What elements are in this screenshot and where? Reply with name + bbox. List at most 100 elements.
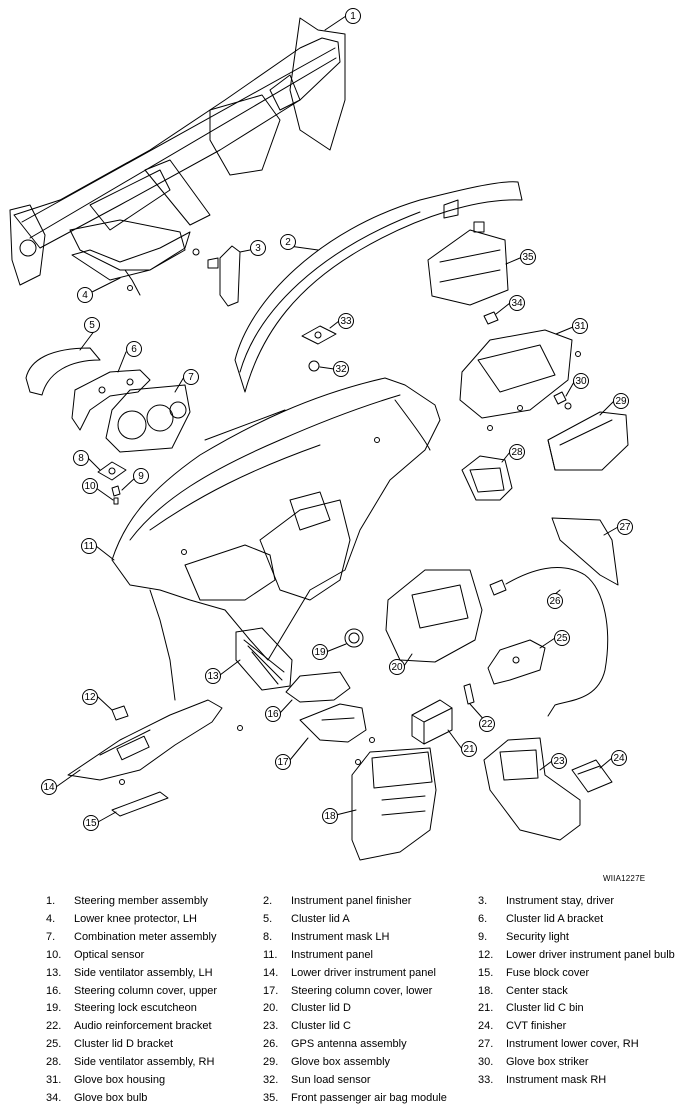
legend-number: 33. — [478, 1074, 494, 1086]
security-light-and-optical-sensor — [111, 485, 121, 505]
callout-circle — [389, 659, 405, 675]
legend-number: 29. — [263, 1056, 279, 1069]
callout-21: 21 — [461, 741, 477, 757]
legend-number: 4. — [46, 912, 56, 925]
legend-label: Sun load sensor — [291, 1074, 371, 1086]
legend-number: 11. — [263, 948, 278, 961]
callout-circle — [82, 689, 98, 705]
callout-circle — [479, 716, 495, 732]
callout-number: 13 — [207, 671, 219, 682]
instrument-panel-exploded-diagram: 1234567891011121314151617181920212223242… — [9, 8, 633, 861]
cluster-lid-d-bracket-part — [487, 639, 546, 685]
combination-meter-part — [105, 384, 191, 453]
callout-2: 2 — [280, 234, 296, 250]
callout-number: 1 — [350, 11, 356, 22]
callout-number: 32 — [335, 364, 347, 375]
callout-19: 19 — [312, 644, 328, 660]
callout-number: 29 — [615, 396, 627, 407]
callout-number: 24 — [613, 753, 625, 764]
legend-label: Instrument panel — [291, 948, 373, 961]
callout-13: 13 — [205, 668, 221, 684]
instrument-mask-lh-part — [97, 461, 127, 481]
callout-23: 23 — [551, 753, 567, 769]
legend-label: Center stack — [506, 984, 568, 997]
callout-15: 15 — [83, 815, 99, 831]
legend-label: Glove box striker — [506, 1056, 589, 1069]
callout-1: 1 — [345, 8, 361, 24]
legend-label: Cluster lid D bracket — [74, 1038, 174, 1051]
callout-5: 5 — [84, 317, 100, 333]
callout-number: 20 — [391, 662, 403, 673]
callout-number: 15 — [85, 818, 97, 829]
callout-25: 25 — [554, 630, 570, 646]
callout-number: 28 — [511, 447, 523, 458]
glove-box-striker-part — [553, 391, 572, 410]
callout-number: 27 — [619, 522, 631, 533]
callout-circle — [84, 317, 100, 333]
callout-12: 12 — [82, 689, 98, 705]
callout-circle — [345, 8, 361, 24]
callout-number: 7 — [188, 372, 194, 383]
callout-circle — [617, 519, 633, 535]
legend-label: Instrument panel finisher — [291, 895, 412, 907]
legend-number: 25. — [46, 1038, 62, 1051]
callout-circle — [461, 741, 477, 757]
callout-18: 18 — [322, 808, 338, 824]
legend-number: 15. — [478, 966, 494, 979]
callout-circle — [280, 234, 296, 250]
steering-lock-escutcheon-part — [344, 628, 364, 648]
callout-circle — [611, 750, 627, 766]
legend-label: Instrument mask LH — [291, 930, 390, 943]
legend-label: Audio reinforcement bracket — [74, 1020, 212, 1033]
callout-28: 28 — [509, 444, 525, 460]
callout-circle — [265, 706, 281, 722]
callout-circle — [554, 630, 570, 646]
callout-number: 4 — [82, 290, 88, 301]
callout-circle — [133, 468, 149, 484]
legend-label: Lower knee protector, LH — [74, 912, 197, 925]
legend-number: 5. — [263, 912, 273, 925]
passenger-air-bag-part — [427, 199, 509, 306]
callout-7: 7 — [183, 369, 199, 385]
legend-number: 34. — [46, 1091, 62, 1104]
legend-number: 22. — [46, 1020, 62, 1033]
steering-column-cover-lower-part — [299, 703, 367, 743]
callout-number: 9 — [138, 471, 144, 482]
legend-label: Security light — [506, 930, 569, 943]
callout-16: 16 — [265, 706, 281, 722]
lower-knee-protector-part — [71, 231, 200, 296]
legend-number: 10. — [46, 948, 62, 961]
legend-number: 13. — [46, 966, 62, 979]
callout-circle — [572, 318, 588, 334]
cluster-lid-a-bracket-part — [71, 369, 151, 431]
callout-circle — [573, 373, 589, 389]
legend-label: Cluster lid C bin — [506, 1002, 584, 1015]
legend-label: Steering column cover, lower — [291, 984, 433, 997]
legend-number: 6. — [478, 912, 488, 925]
cvt-finisher-part — [571, 759, 613, 793]
callout-circle — [41, 779, 57, 795]
legend-label: Lower driver instrument panel — [291, 966, 436, 979]
legend-number: 3. — [478, 895, 488, 907]
legend-number: 8. — [263, 930, 273, 943]
legend-label: Optical sensor — [74, 948, 145, 961]
callout-circle — [81, 538, 97, 554]
legend-number: 7. — [46, 930, 56, 943]
callout-31: 31 — [572, 318, 588, 334]
legend-label: Fuse block cover — [506, 966, 590, 979]
legend-number: 35. — [263, 1091, 279, 1104]
callout-circle — [82, 478, 98, 494]
callout-22: 22 — [479, 716, 495, 732]
callout-35: 35 — [520, 249, 536, 265]
glove-box-housing-part — [459, 329, 573, 419]
legend-label: GPS antenna assembly — [291, 1038, 407, 1051]
legend-label: Instrument mask RH — [506, 1074, 607, 1086]
legend-label: Side ventilator assembly, RH — [74, 1056, 215, 1069]
callout-11: 11 — [81, 538, 97, 554]
callout-circle — [205, 668, 221, 684]
callout-6: 6 — [126, 341, 142, 357]
legend-number: 26. — [263, 1038, 279, 1051]
legend-number: 1. — [46, 895, 56, 907]
callout-number: 16 — [267, 709, 279, 720]
